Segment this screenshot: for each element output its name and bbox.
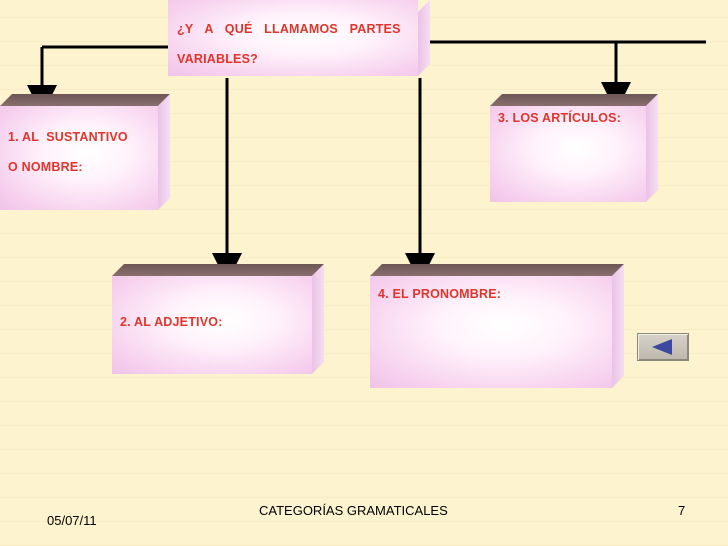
footer-title: CATEGORÍAS GRAMATICALES	[259, 503, 448, 518]
box-articulos: 3. LOS ARTÍCULOS:	[490, 94, 658, 202]
box-pronombre: 4. EL PRONOMBRE:	[370, 264, 624, 388]
articulos-label: 3. LOS ARTÍCULOS:	[498, 111, 622, 125]
pronombre-label: 4. EL PRONOMBRE:	[378, 287, 502, 301]
sustantivo-line-2: O NOMBRE:	[8, 160, 83, 174]
sustantivo-line-1: 1. AL SUSTANTIVO	[8, 130, 128, 144]
back-button[interactable]	[637, 333, 689, 361]
adjetivo-label: 2. AL ADJETIVO:	[120, 315, 223, 329]
box-sustantivo: 1. AL SUSTANTIVO O NOMBRE:	[0, 94, 170, 210]
left-triangle-icon	[652, 339, 672, 355]
box-adjetivo: 2. AL ADJETIVO:	[112, 264, 324, 374]
title-box: ¿Y A QUÉ LLAMAMOS PARTES VARIABLES?	[168, 0, 430, 76]
title-line-1: ¿Y A QUÉ LLAMAMOS PARTES	[177, 22, 401, 36]
footer-date: 05/07/11	[47, 513, 97, 528]
page-number: 7	[678, 503, 686, 518]
title-text: ¿Y A QUÉ LLAMAMOS PARTES VARIABLES?	[177, 14, 422, 74]
title-line-2: VARIABLES?	[177, 52, 258, 66]
sustantivo-label: 1. AL SUSTANTIVO O NOMBRE:	[8, 122, 128, 182]
